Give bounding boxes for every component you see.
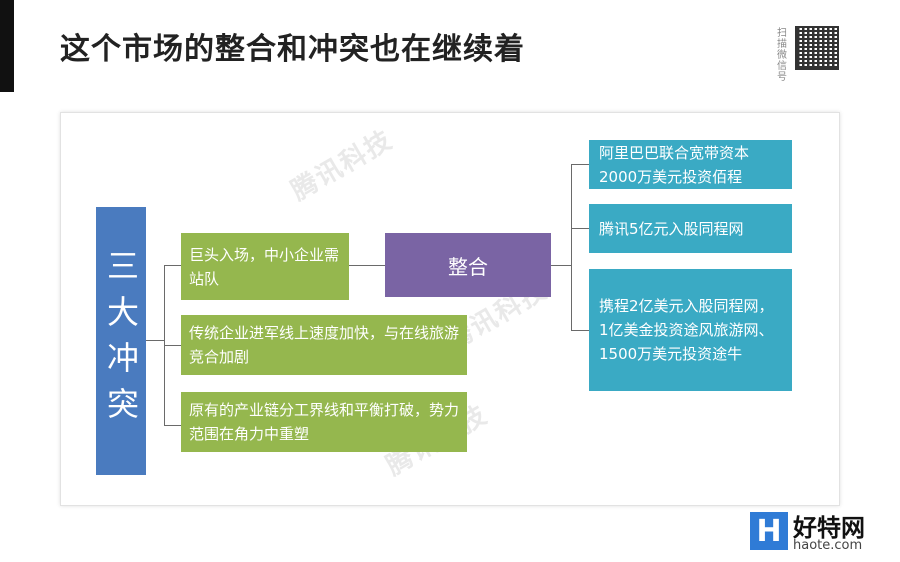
connector-line	[164, 345, 182, 346]
qr-caption: 扫描微信号	[777, 28, 787, 83]
conflict-box-3: 原有的产业链分工界线和平衡打破，势力范围在角力中重塑	[181, 392, 467, 452]
connector-line	[571, 164, 589, 165]
connector-line	[349, 265, 385, 266]
merge-box: 整合	[385, 233, 551, 297]
left-accent-bar	[0, 0, 14, 92]
merge-item-2: 腾讯5亿元入股同程网	[589, 204, 792, 253]
connector-line	[146, 340, 164, 341]
connector-line	[164, 425, 182, 426]
slide-title: 这个市场的整合和冲突也在继续着	[60, 32, 525, 67]
connector-line	[164, 265, 182, 266]
conflict-box-2: 传统企业进军线上速度加快，与在线旅游竞合加剧	[181, 315, 467, 375]
merge-item-3: 携程2亿美元入股同程网，1亿美金投资途风旅游网、1500万美元投资途牛	[589, 269, 792, 391]
qr-code-icon	[795, 26, 839, 70]
site-logo-name: 好特网	[793, 514, 865, 542]
conflict-box-1: 巨头入场，中小企业需站队	[181, 233, 349, 300]
connector-line	[571, 330, 589, 331]
merge-item-1: 阿里巴巴联合宽带资本2000万美元投资佰程	[589, 140, 792, 189]
connector-line	[551, 265, 571, 266]
connector-line	[571, 164, 572, 330]
site-logo-url: haote.com	[793, 538, 863, 553]
three-conflicts-box: 三大冲突	[96, 207, 146, 475]
site-logo-icon: H	[750, 512, 788, 550]
connector-line	[571, 228, 589, 229]
